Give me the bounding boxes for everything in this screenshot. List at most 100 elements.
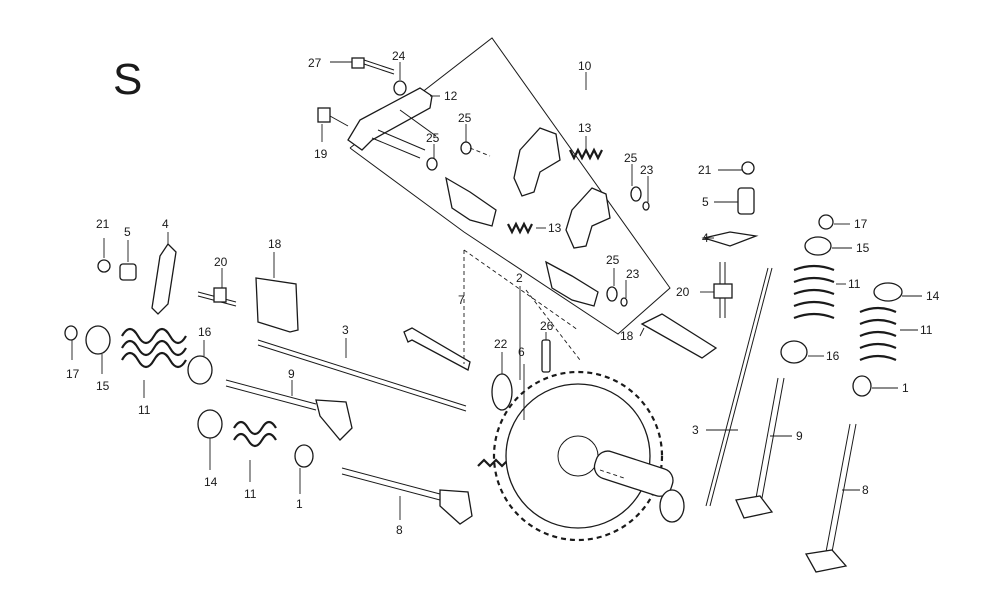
valve-part-9-b xyxy=(735,377,785,519)
callout-27: 27 xyxy=(308,56,322,70)
rocker-arm-lower-right xyxy=(545,260,599,307)
callout-11-b: 11 xyxy=(244,487,257,501)
pivot-part-5-a xyxy=(119,263,137,281)
callout-1-a: 1 xyxy=(296,497,303,511)
callout-25-a: 25 xyxy=(426,131,440,145)
callout-8-b: 8 xyxy=(862,483,869,497)
valve-spring-part-11-c xyxy=(793,264,835,320)
callout-14-a: 14 xyxy=(204,475,218,489)
valve-spring-part-11-b xyxy=(233,420,277,448)
callout-19: 19 xyxy=(314,147,328,161)
pivot-part-5-b xyxy=(737,187,755,215)
callout-26: 26 xyxy=(540,319,554,333)
valve-spring-part-11-d xyxy=(859,306,897,362)
push-plate-part-4-b xyxy=(701,231,759,247)
callout-14-b: 14 xyxy=(926,289,940,303)
stud-part-20-b xyxy=(713,262,733,318)
callout-20-a: 20 xyxy=(214,255,228,269)
callout-leaders xyxy=(71,61,922,520)
washer-part-22 xyxy=(491,373,513,411)
callout-10: 10 xyxy=(578,59,592,73)
callout-23-b: 23 xyxy=(626,267,640,281)
callout-23-a: 23 xyxy=(640,163,654,177)
callout-3-b: 3 xyxy=(692,423,699,437)
rocker-assembly-outline xyxy=(349,37,671,335)
valve-spring-part-11-a xyxy=(121,327,187,369)
stud-part-20-a xyxy=(197,287,237,307)
retainer-part-15-b xyxy=(804,236,832,256)
callout-4-b: 4 xyxy=(702,231,709,245)
callout-6: 6 xyxy=(518,345,525,359)
callout-18-a: 18 xyxy=(268,237,282,251)
collar-part-24 xyxy=(393,80,407,96)
callout-2: 2 xyxy=(516,271,523,285)
rocker-spring-part-13-a xyxy=(569,147,603,161)
callout-21-b: 21 xyxy=(698,163,712,177)
callout-7: 7 xyxy=(458,293,465,307)
callout-1-b: 1 xyxy=(902,381,909,395)
retainer-part-14-b xyxy=(873,282,903,302)
callout-16-b: 16 xyxy=(826,349,840,363)
section-letter: S xyxy=(113,55,142,104)
callout-13-b: 13 xyxy=(548,221,562,235)
lever-part-7 xyxy=(403,327,471,371)
callout-11-d: 11 xyxy=(920,323,933,337)
callout-25-c: 25 xyxy=(624,151,638,165)
guide-plate-part-18-b xyxy=(640,313,718,359)
rocker-arm-upper-left xyxy=(513,127,561,197)
retainer-part-14-a xyxy=(197,409,223,439)
collet-part-1-a xyxy=(294,444,314,468)
rocker-holder-part-12 xyxy=(347,87,437,159)
washer-part-25-a xyxy=(426,157,438,171)
clip-part-23-a xyxy=(642,201,650,211)
callout-5-b: 5 xyxy=(702,195,709,209)
push-rod-part-3-a xyxy=(257,339,467,407)
seal-part-16-a xyxy=(187,355,213,385)
valve-part-8-b xyxy=(804,423,857,573)
callout-18-b: 18 xyxy=(620,329,634,343)
callout-15-b: 15 xyxy=(856,241,870,255)
callout-5-a: 5 xyxy=(124,225,131,239)
pin-part-26 xyxy=(541,339,551,373)
callout-13-a: 13 xyxy=(578,121,592,135)
push-rod-part-3-b xyxy=(705,267,769,507)
callout-16-a: 16 xyxy=(198,325,212,339)
bolt-part-19 xyxy=(317,107,349,127)
retainer-part-15-a xyxy=(85,325,111,355)
washer-part-25-c xyxy=(630,186,642,202)
callout-21-a: 21 xyxy=(96,217,110,231)
valve-part-9-a xyxy=(225,379,353,441)
clip-part-23-b xyxy=(620,297,628,307)
callout-12: 12 xyxy=(444,89,458,103)
rocker-arm-lower-left xyxy=(445,176,497,227)
callout-9-b: 9 xyxy=(796,429,803,443)
callout-25-b: 25 xyxy=(458,111,472,125)
callout-9-a: 9 xyxy=(288,367,295,381)
callout-15-a: 15 xyxy=(96,379,110,393)
cotter-part-17-a xyxy=(64,325,78,341)
nut-part-21-b xyxy=(741,161,755,175)
rocker-arm-upper-right xyxy=(565,187,611,249)
callout-17-b: 17 xyxy=(854,217,868,231)
guide-plate-part-18-a xyxy=(255,277,299,333)
callout-24: 24 xyxy=(392,49,406,63)
callout-11-a: 11 xyxy=(138,403,151,417)
callout-22: 22 xyxy=(494,337,508,351)
callout-25-d: 25 xyxy=(606,253,620,267)
callout-11-c: 11 xyxy=(848,277,861,291)
callout-8-a: 8 xyxy=(396,523,403,537)
callout-4-a: 4 xyxy=(162,217,169,231)
push-plate-part-4-a xyxy=(151,242,177,315)
cotter-part-17-b xyxy=(818,214,834,230)
callout-20-b: 20 xyxy=(676,285,690,299)
washer-part-25-d xyxy=(606,286,618,302)
camshaft-gear-part-2 xyxy=(492,370,685,542)
washer-part-25-b xyxy=(460,141,472,155)
seal-part-16-b xyxy=(780,340,808,364)
callout-3-a: 3 xyxy=(342,323,349,337)
nut-part-21-a xyxy=(97,259,111,273)
collet-part-1-b xyxy=(852,375,872,397)
callout-17-a: 17 xyxy=(66,367,80,381)
valve-part-8-a xyxy=(341,467,473,525)
